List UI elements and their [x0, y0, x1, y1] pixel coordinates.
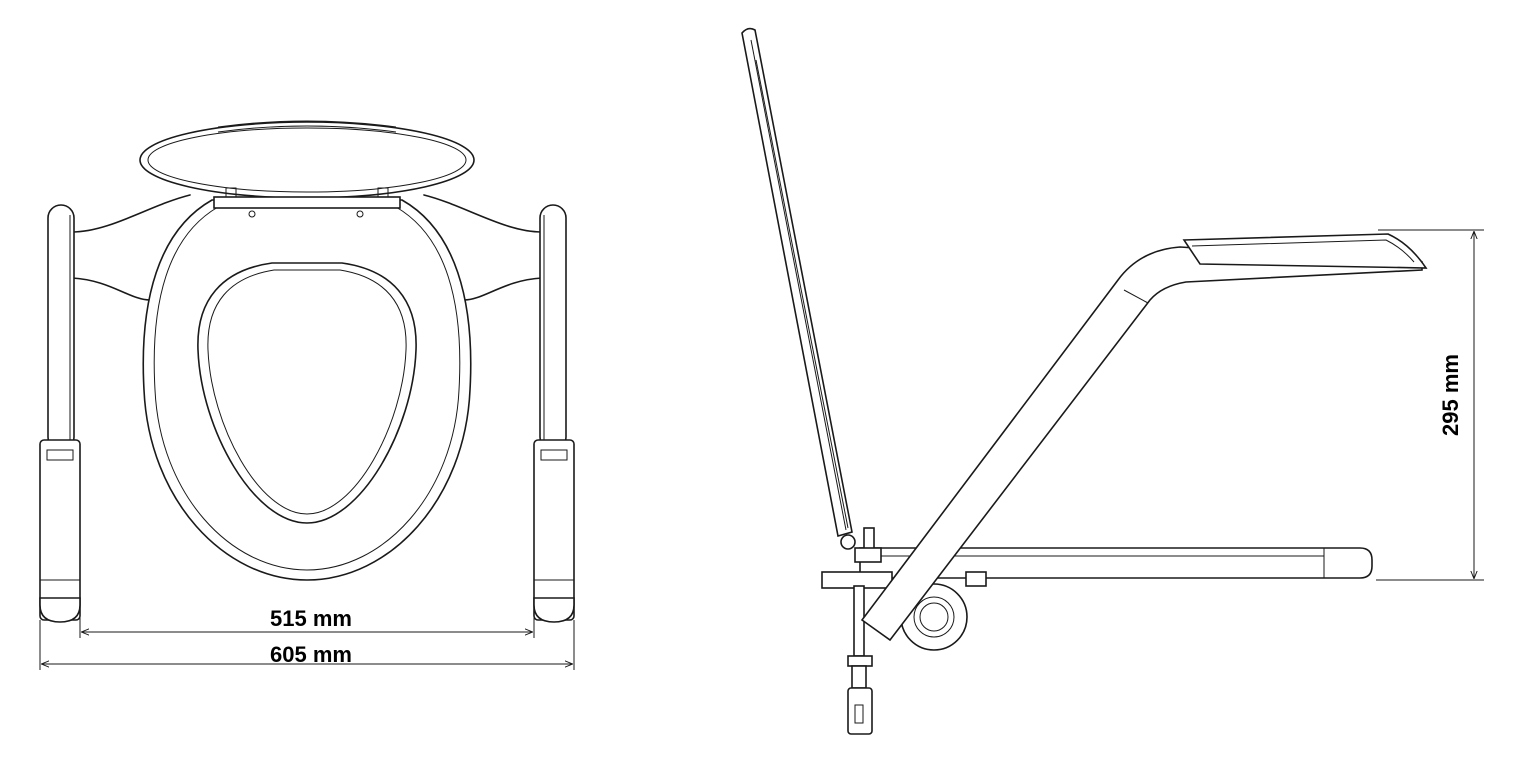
right-armrest — [423, 194, 575, 623]
width-dimensions: 515 mm 605 mm — [39, 606, 575, 670]
armrest-arm-side — [860, 233, 1428, 642]
seat-lid-front — [139, 120, 475, 199]
side-view: 295 mm — [741, 27, 1484, 735]
hinge-clamp — [821, 527, 987, 735]
height-dimension: 295 mm — [1376, 229, 1484, 581]
front-view: 515 mm 605 mm — [39, 120, 575, 670]
seat-ring — [142, 187, 472, 581]
seat-lid-side — [741, 27, 856, 550]
inner-width-label: 515 mm — [270, 606, 352, 631]
left-armrest — [39, 194, 191, 623]
outer-width-label: 605 mm — [270, 642, 352, 667]
height-label: 295 mm — [1438, 354, 1463, 436]
